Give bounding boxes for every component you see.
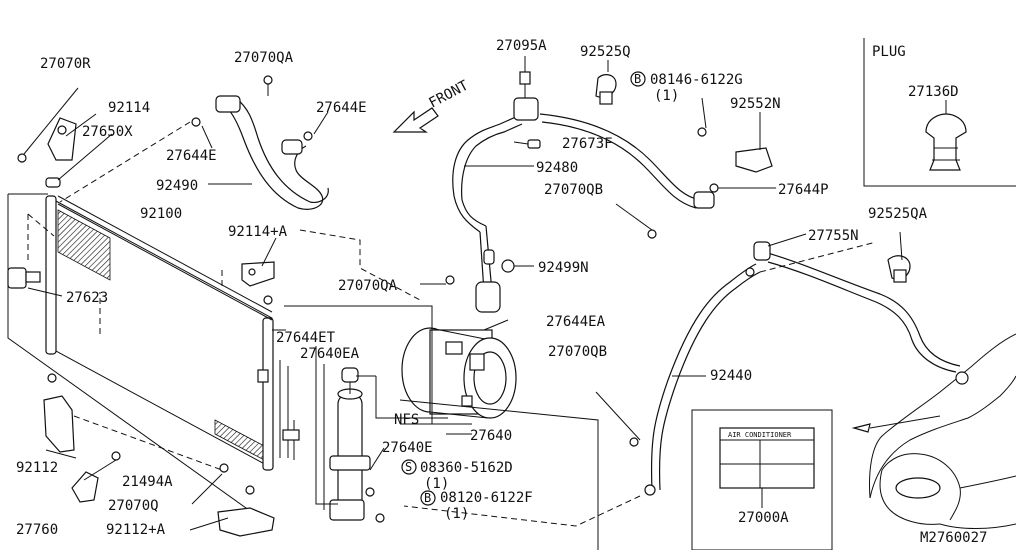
- label-08120-6122F: 08120-6122F: [440, 490, 533, 506]
- plug-inset: PLUG: [863, 38, 1016, 187]
- lower-brackets: [71, 451, 275, 537]
- label-27644E-b: 27644E: [316, 100, 367, 116]
- condenser-assembly: [7, 193, 300, 519]
- bracket-92114: [17, 87, 113, 188]
- bracket-92114A: [241, 237, 277, 305]
- label-08360-qty: (1): [424, 476, 449, 492]
- label-92112A: 92112+A: [106, 522, 166, 538]
- label-27644P: 27644P: [778, 182, 829, 198]
- compressor: [401, 327, 517, 419]
- plug-title: PLUG: [872, 44, 906, 60]
- bolt-27070Q: [219, 463, 229, 473]
- receiver-drier: [315, 346, 448, 523]
- label-inset: AIR CONDITIONER: [691, 409, 833, 550]
- label-27095A: 27095A: [496, 38, 547, 54]
- label-92525QA: 92525QA: [868, 206, 928, 222]
- plug-27136D: [925, 113, 967, 171]
- pipe-92440: [403, 231, 961, 527]
- label-27760: 27760: [16, 522, 58, 538]
- vehicle-outline: [851, 333, 1016, 529]
- label-92440: 92440: [710, 368, 752, 384]
- clips-upper-right: [595, 60, 776, 239]
- bolt-27070R: [17, 153, 27, 163]
- label-27644ET: 27644ET: [276, 330, 336, 346]
- clip-27755N: [753, 241, 771, 261]
- label-21494A: 21494A: [122, 474, 173, 490]
- hose-92490: [59, 75, 421, 301]
- mark-s-08360: [401, 459, 417, 475]
- front-arrow: FRONT: [392, 77, 472, 133]
- oring-27673F: [527, 139, 541, 149]
- label-08120-qty: (1): [444, 506, 469, 522]
- mark-b-08120: [420, 490, 436, 506]
- label-27070QB-a: 27070QB: [544, 182, 603, 198]
- mark-b-08146: [630, 71, 646, 87]
- label-92552N: 92552N: [730, 96, 781, 112]
- label-NFS: NFS: [394, 412, 419, 428]
- circled-marks: B S B: [401, 71, 646, 506]
- label-92114: 92114: [108, 100, 150, 116]
- fitting: [282, 429, 300, 441]
- cap: [519, 71, 531, 85]
- left-tank: [45, 195, 57, 355]
- clip-92499N: [501, 259, 515, 273]
- label-92114A: 92114+A: [228, 224, 288, 240]
- label-08146-qty: (1): [654, 88, 679, 104]
- hose-fitting: [215, 95, 241, 113]
- label-92112: 92112: [16, 460, 58, 476]
- svg-text:B: B: [634, 72, 641, 86]
- pipe-92480: [420, 56, 701, 331]
- bolt-21494A: [111, 451, 121, 461]
- label-27644EA: 27644EA: [546, 314, 606, 330]
- label-92480: 92480: [536, 160, 578, 176]
- label-92525Q: 92525Q: [580, 44, 631, 60]
- sensor-27623: [7, 267, 63, 297]
- leader-lines: [272, 305, 641, 550]
- right-tank: [262, 317, 274, 471]
- label-27070Q: 27070Q: [108, 498, 159, 514]
- label-27000A: 27000A: [738, 510, 789, 526]
- bracket-92112: [43, 373, 223, 471]
- svg-text:S: S: [405, 460, 412, 474]
- hose-fitting: [281, 139, 303, 155]
- svg-text:FRONT: FRONT: [426, 77, 471, 111]
- label-27623: 27623: [66, 290, 108, 306]
- svg-text:AIR CONDITIONER: AIR CONDITIONER: [728, 431, 792, 439]
- ac-label-card: [719, 427, 815, 489]
- label-92100: 92100: [140, 206, 182, 222]
- fitting: [257, 369, 269, 383]
- label-27640E: 27640E: [382, 440, 433, 456]
- label-27640: 27640: [470, 428, 512, 444]
- label-27070QA-mid: 27070QA: [338, 278, 398, 294]
- label-27070R: 27070R: [40, 56, 91, 72]
- label-27136D: 27136D: [908, 84, 959, 100]
- label-27644E-a: 27644E: [166, 148, 217, 164]
- grommet-27650X: [45, 177, 61, 188]
- label-27755N: 27755N: [808, 228, 859, 244]
- valve-27095A: [513, 97, 539, 121]
- label-27070QA-top: 27070QA: [234, 50, 294, 66]
- label-27070QB-b: 27070QB: [548, 344, 607, 360]
- label-08146-6122G: 08146-6122G: [650, 72, 743, 88]
- label-27650X: 27650X: [82, 124, 133, 140]
- diagram-code: M2760027: [920, 530, 987, 546]
- label-92499N: 92499N: [538, 260, 589, 276]
- label-27640EA: 27640EA: [300, 346, 360, 362]
- svg-text:B: B: [424, 491, 431, 505]
- part-labels: 27070R 92114 27650X 27070QA 27644E 27644…: [16, 38, 987, 546]
- label-08360-5162D: 08360-5162D: [420, 460, 513, 476]
- label-92490: 92490: [156, 178, 198, 194]
- label-27673F: 27673F: [562, 136, 613, 152]
